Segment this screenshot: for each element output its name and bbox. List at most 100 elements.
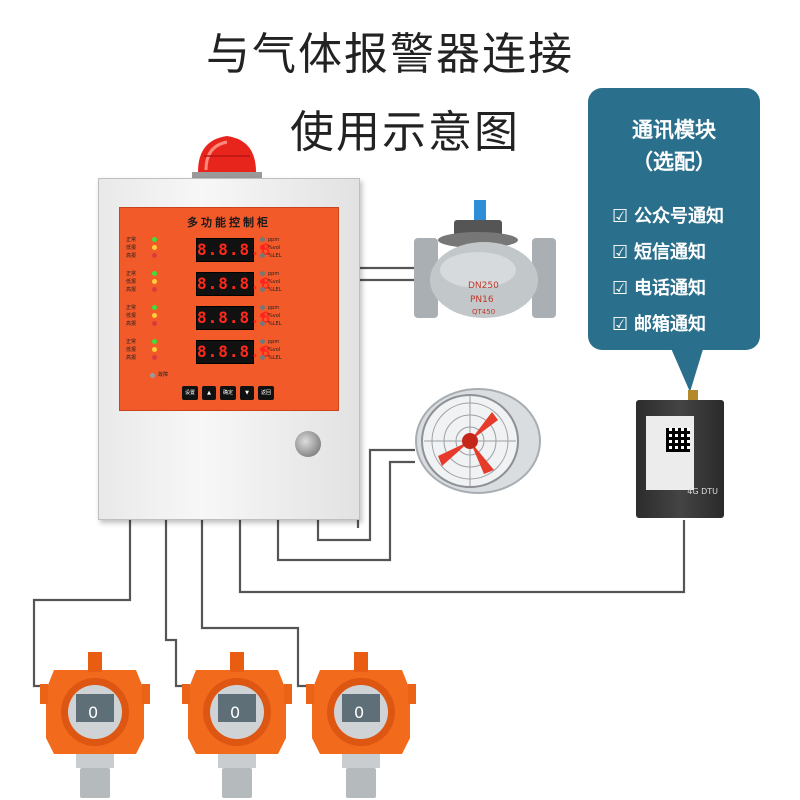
valve-icon: DN250 PN16 QT450 xyxy=(414,200,556,318)
wire-valve-2 xyxy=(356,278,415,528)
channel-row: 正常 低报 高报 8.8.8.8 ppm %vol %LEL xyxy=(126,236,332,264)
status-led xyxy=(152,287,157,292)
gas-detector-icon: 0 xyxy=(182,652,292,798)
set-button[interactable]: 设置 xyxy=(182,386,198,400)
unit-label: ppm xyxy=(268,339,280,345)
unit-label: %vol xyxy=(268,245,281,251)
diagram-title-line1: 与气体报警器连接 xyxy=(206,29,574,80)
valve-marking-1: DN250 xyxy=(468,281,499,291)
unit-led xyxy=(260,245,265,250)
checkbox-checked-icon: ☑ xyxy=(612,278,629,299)
down-button[interactable]: ▼ xyxy=(240,386,254,400)
status-led xyxy=(152,237,157,242)
detector-reading: 0 xyxy=(88,703,98,722)
feature-item: ☑公众号通知 xyxy=(612,202,724,228)
antenna-icon xyxy=(688,390,698,404)
status-label: 高报 xyxy=(126,355,137,361)
channel-row: 正常 低报 高报 8.8.8.8 ppm %vol %LEL xyxy=(126,270,332,298)
status-label: 正常 xyxy=(126,339,137,345)
unit-label: %LEL xyxy=(268,355,282,361)
wire-fan-1 xyxy=(316,448,415,542)
feature-item: ☑邮箱通知 xyxy=(612,310,706,336)
fault-label: 故障 xyxy=(158,372,169,378)
callout-title: 通讯模块 xyxy=(632,118,716,142)
status-label: 高报 xyxy=(126,321,137,327)
feature-label: 公众号通知 xyxy=(634,206,724,227)
wire-detector-2 xyxy=(164,515,186,688)
status-label: 低报 xyxy=(126,313,137,319)
status-led xyxy=(152,279,157,284)
digital-display: 8.8.8.8 xyxy=(196,238,272,262)
control-cabinet: 多功能控制柜 正常 低报 高报 8.8.8.8 ppm %vol %LEL 正常 xyxy=(98,178,360,520)
checkbox-checked-icon: ☑ xyxy=(612,206,629,227)
panel-title: 多功能控制柜 xyxy=(187,216,271,229)
unit-label: ppm xyxy=(268,237,280,243)
status-led xyxy=(152,347,157,352)
display-reading: 8.8.8.8 xyxy=(197,240,272,259)
dtu-module: 4G DTU xyxy=(636,400,724,518)
status-label: 低报 xyxy=(126,245,137,251)
status-led xyxy=(152,339,157,344)
control-panel: 多功能控制柜 正常 低报 高报 8.8.8.8 ppm %vol %LEL 正常 xyxy=(119,207,339,411)
unit-label: %vol xyxy=(268,313,281,319)
exhaust-fan-icon xyxy=(415,388,541,494)
unit-label: %LEL xyxy=(268,253,282,259)
wire-detector-3 xyxy=(200,515,310,688)
unit-led xyxy=(260,305,265,310)
up-button[interactable]: ▲ xyxy=(202,386,216,400)
detector-reading: 0 xyxy=(354,703,364,722)
unit-led xyxy=(260,253,265,258)
wire-dtu xyxy=(238,515,686,594)
status-led xyxy=(152,245,157,250)
display-reading: 8.8.8.8 xyxy=(197,342,272,361)
status-label: 高报 xyxy=(126,287,137,293)
unit-label: %LEL xyxy=(268,287,282,293)
unit-led xyxy=(260,279,265,284)
unit-label: %LEL xyxy=(268,321,282,327)
status-label: 高报 xyxy=(126,253,137,259)
status-label: 正常 xyxy=(126,305,137,311)
feature-label: 电话通知 xyxy=(634,278,706,299)
gas-detector-icon: 0 xyxy=(40,652,150,798)
wire-fan-2 xyxy=(276,460,415,562)
channel-row: 正常 低报 高报 8.8.8.8 ppm %vol %LEL xyxy=(126,304,332,332)
checkbox-checked-icon: ☑ xyxy=(612,242,629,263)
qr-code-icon xyxy=(666,428,690,452)
gas-detector-icon: 0 xyxy=(306,652,416,798)
valve-marking-2: PN16 xyxy=(470,295,494,305)
digital-display: 8.8.8.8 xyxy=(196,306,272,330)
back-button[interactable]: 返回 xyxy=(258,386,274,400)
channel-row: 正常 低报 高报 8.8.8.8 ppm %vol %LEL xyxy=(126,338,332,366)
status-led xyxy=(152,271,157,276)
feature-label: 短信通知 xyxy=(634,242,706,263)
status-led xyxy=(152,253,157,258)
key-switch-icon[interactable] xyxy=(295,431,321,457)
status-label: 低报 xyxy=(126,347,137,353)
unit-led xyxy=(260,321,265,326)
unit-led xyxy=(260,339,265,344)
digital-display: 8.8.8.8 xyxy=(196,340,272,364)
comm-module-callout: 通讯模块 （选配） ☑公众号通知 ☑短信通知 ☑电话通知 ☑邮箱通知 xyxy=(588,88,760,350)
unit-led xyxy=(260,355,265,360)
dtu-label: 4G DTU xyxy=(687,487,718,496)
unit-led xyxy=(260,237,265,242)
unit-label: %vol xyxy=(268,347,281,353)
status-label: 正常 xyxy=(126,271,137,277)
fault-led xyxy=(150,373,155,378)
callout-subtitle: （选配） xyxy=(632,150,716,174)
wire-detector-1 xyxy=(32,515,132,688)
confirm-button[interactable]: 确定 xyxy=(220,386,236,400)
display-reading: 8.8.8.8 xyxy=(197,308,272,327)
status-led xyxy=(152,355,157,360)
status-led xyxy=(152,313,157,318)
unit-led xyxy=(260,271,265,276)
unit-led xyxy=(260,347,265,352)
unit-label: %vol xyxy=(268,279,281,285)
callout-tail xyxy=(670,346,704,392)
unit-label: ppm xyxy=(268,305,280,311)
status-label: 正常 xyxy=(126,237,137,243)
alarm-light-icon xyxy=(192,136,262,180)
display-reading: 8.8.8.8 xyxy=(197,274,272,293)
valve-marking-3: QT450 xyxy=(472,308,495,316)
status-label: 低报 xyxy=(126,279,137,285)
